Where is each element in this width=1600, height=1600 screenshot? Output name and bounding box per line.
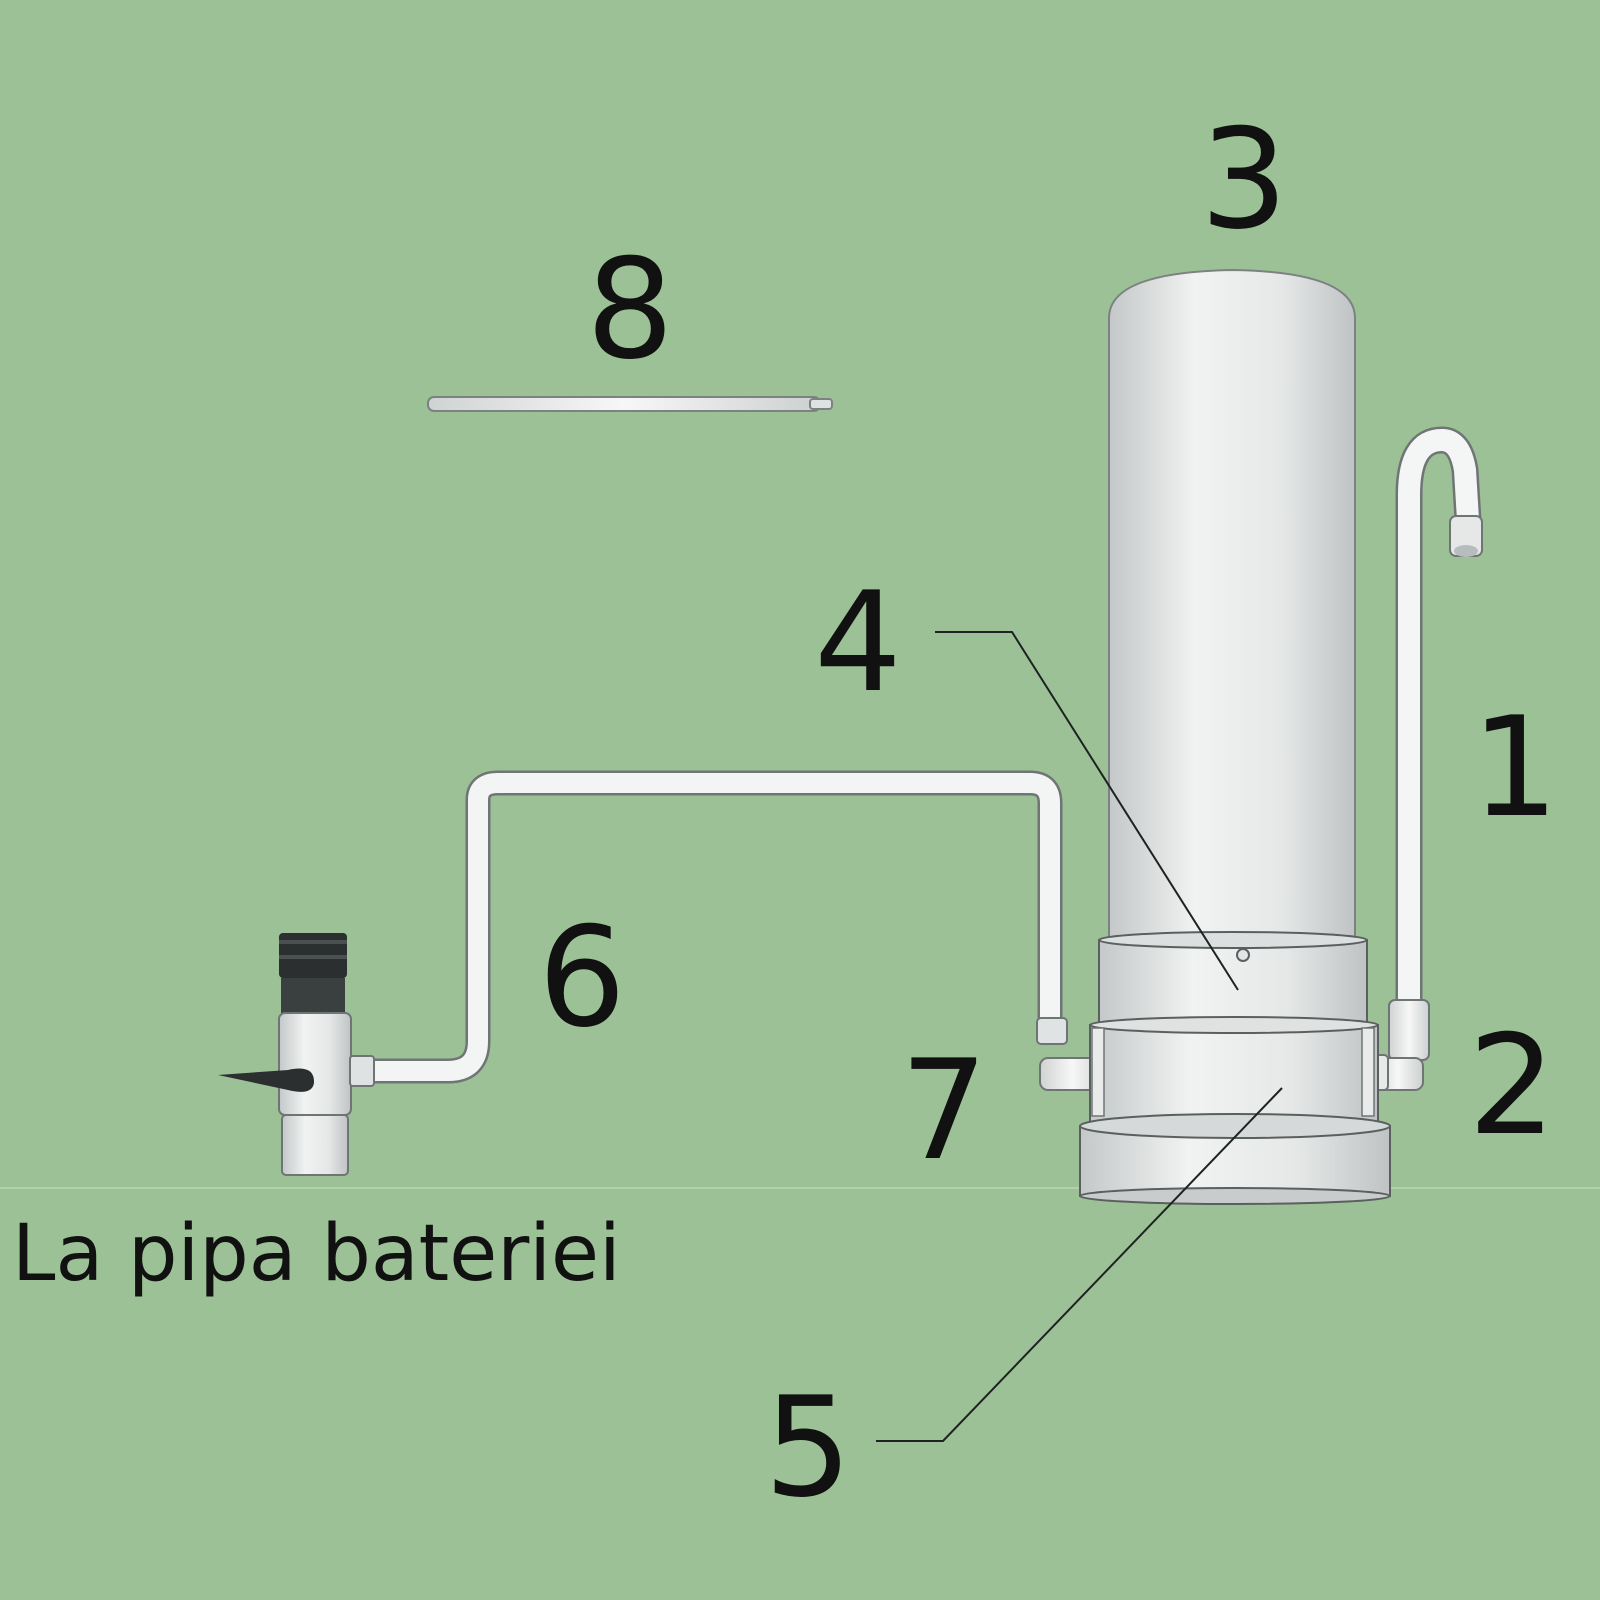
tube-part-8 <box>427 396 833 412</box>
label-2: 2 <box>1468 1005 1556 1166</box>
diverter-valve <box>218 933 375 1176</box>
label-8: 8 <box>586 229 674 390</box>
base-part-5 <box>1079 1016 1391 1205</box>
inlet-fitting-part-7 <box>1036 1017 1106 1091</box>
leader-line-5 <box>876 1087 1283 1442</box>
label-3: 3 <box>1200 99 1288 260</box>
collar-part-4 <box>1098 931 1368 1031</box>
label-1: 1 <box>1471 687 1559 848</box>
leader-line-4 <box>935 631 1239 991</box>
label-7: 7 <box>900 1030 988 1191</box>
spout-part-1 <box>1395 426 1483 1026</box>
label-4: 4 <box>814 562 902 723</box>
caption-tap-connection: La pipa bateriei <box>12 1209 621 1299</box>
hose-part-6 <box>372 770 1063 1084</box>
filter-housing-part-3 <box>1108 268 1356 951</box>
label-6: 6 <box>538 897 626 1058</box>
label-5: 5 <box>764 1367 852 1528</box>
